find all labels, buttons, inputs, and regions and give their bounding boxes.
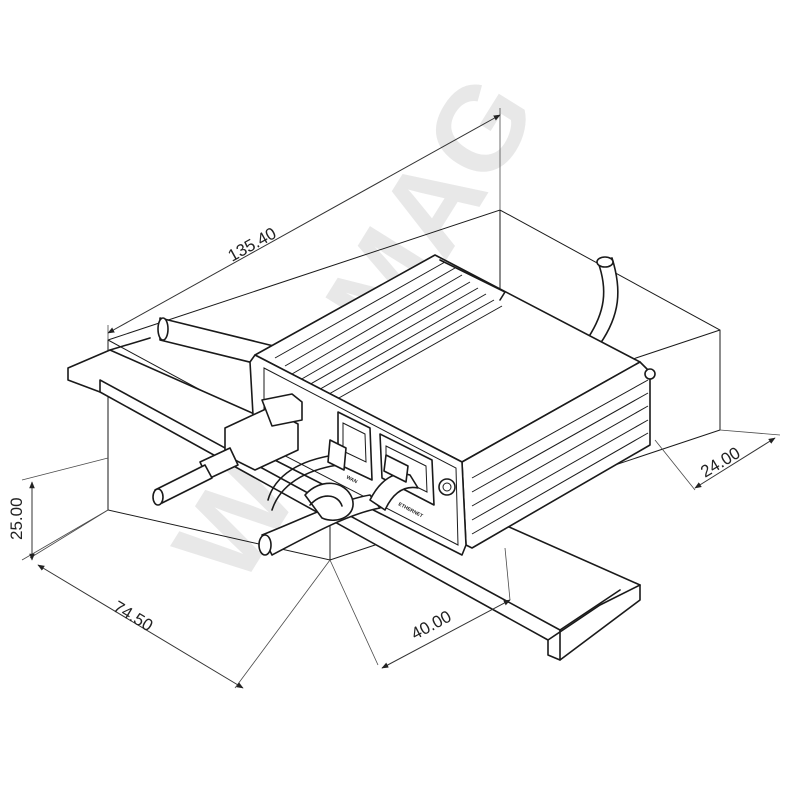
- wan-port-label: WAN: [345, 474, 358, 485]
- dimension-depth-label: 24.00: [697, 443, 743, 481]
- dimension-width-label: 74.50: [110, 597, 156, 635]
- dimension-length-label: 135.40: [225, 224, 280, 266]
- antenna-connector: [152, 393, 303, 506]
- ethernet-cables: [258, 439, 419, 556]
- dimension-rail-label: 40.00: [408, 607, 454, 644]
- rear-cable: [587, 256, 619, 345]
- dimension-height-label: 25.00: [7, 497, 26, 540]
- dimension-height: 25.00: [7, 457, 109, 561]
- dimension-depth: 24.00: [654, 429, 781, 491]
